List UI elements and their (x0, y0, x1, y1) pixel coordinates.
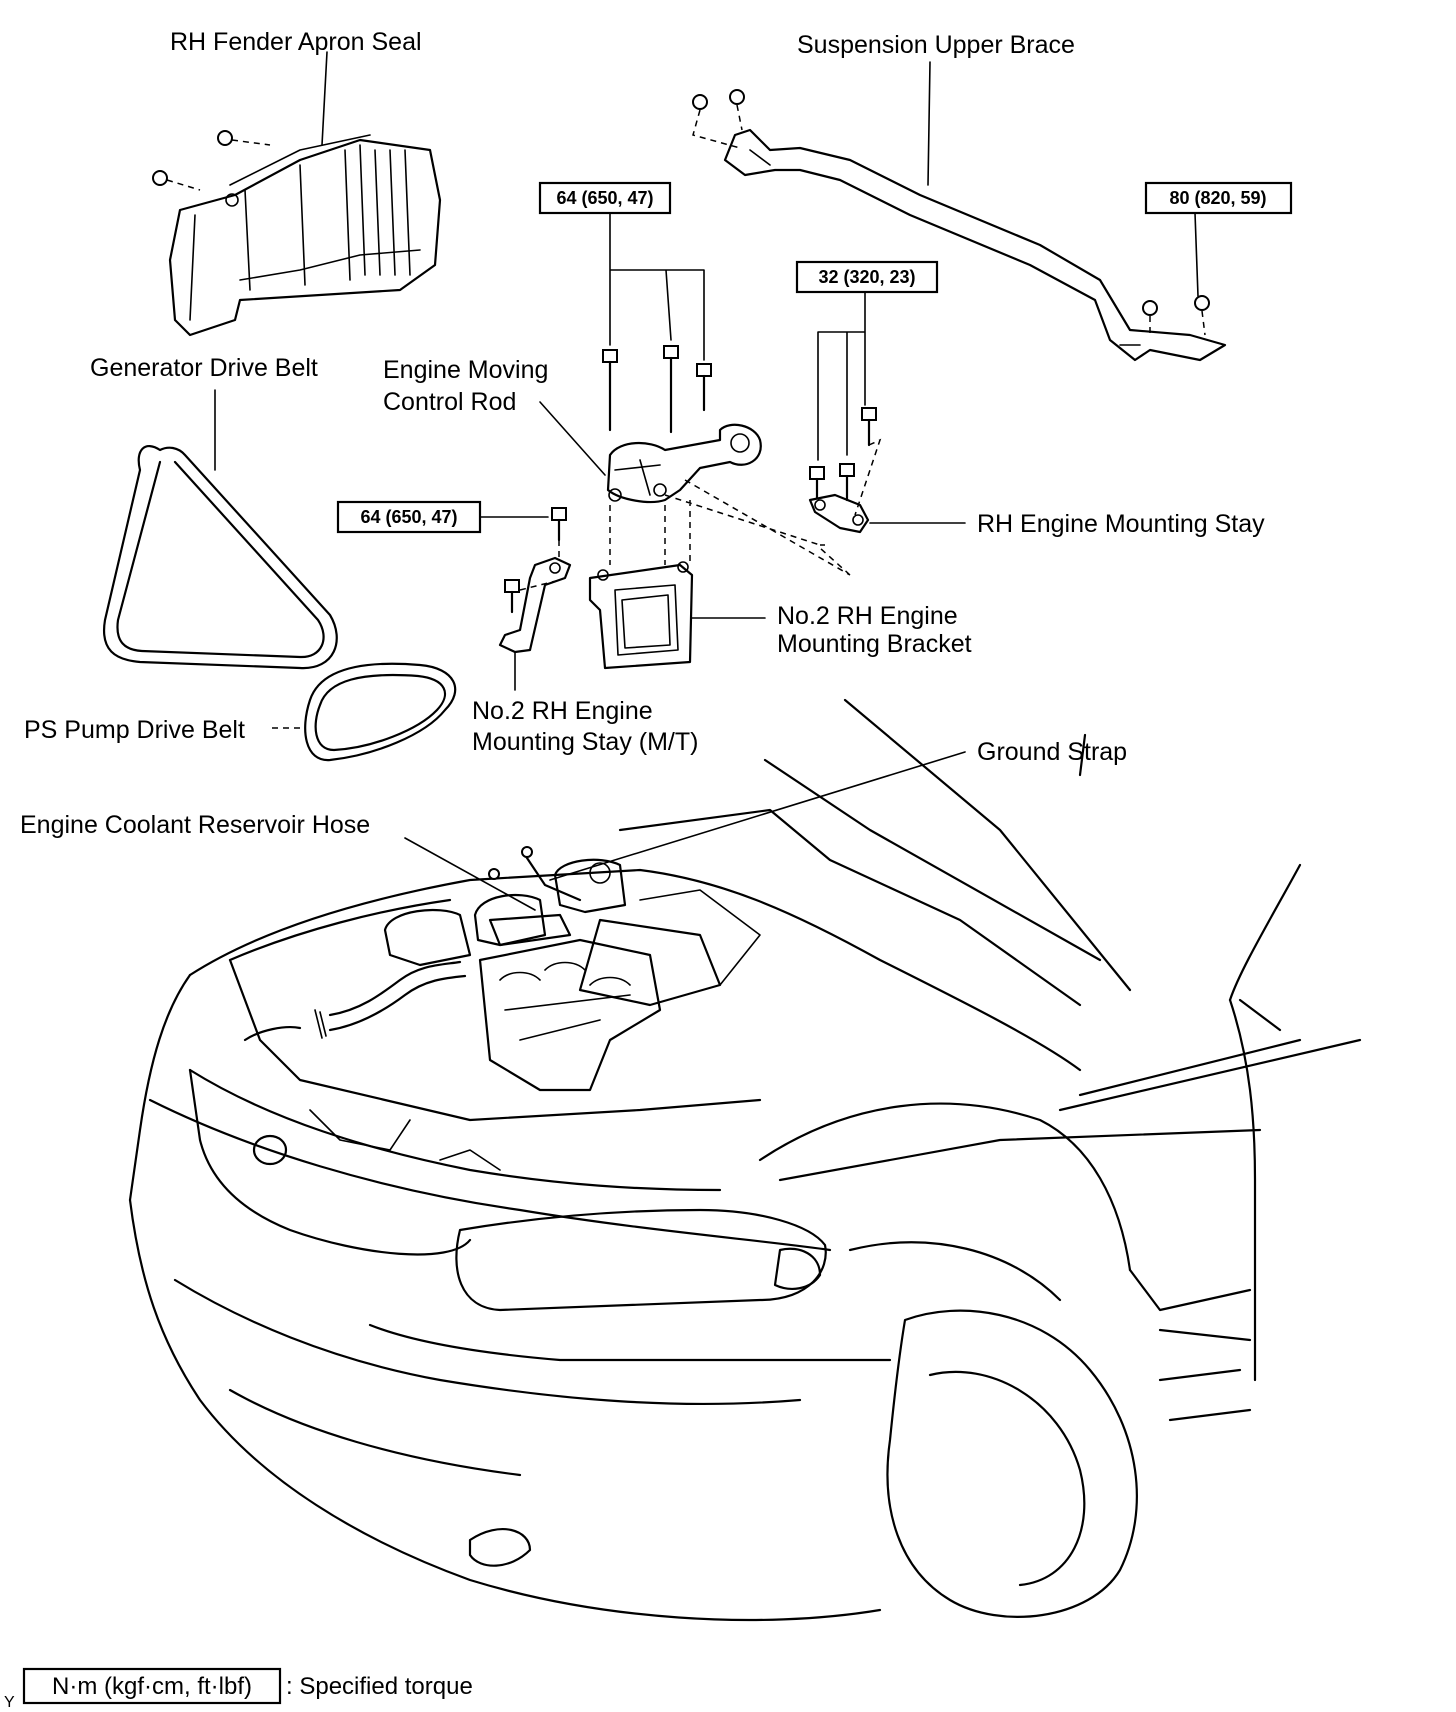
rh-engine-mounting-stay-part (808, 493, 870, 534)
torque-brace-nut: 80 (820, 59) (1169, 188, 1266, 208)
label-generator-drive-belt: Generator Drive Belt (90, 354, 318, 382)
legend-unit-box (22, 1667, 282, 1705)
no2-rh-engine-mounting-bracket-part (588, 561, 694, 670)
torque-box-control-rod (538, 181, 672, 215)
control-rod-bolts (602, 345, 712, 434)
label-engine-coolant-reservoir-hose: Engine Coolant Reservoir Hose (20, 811, 370, 839)
stay-mt-bolts (504, 507, 567, 614)
label-no2-stay-mt-line1: No.2 RH Engine (472, 697, 653, 725)
generator-drive-belt-part (102, 445, 338, 670)
label-ground-strap: Ground Strap (977, 738, 1127, 766)
label-engine-moving-line1: Engine Moving (383, 356, 548, 384)
legend-unit-text: N·m (kgf·cm, ft·lbf) (52, 1673, 252, 1700)
label-no2-stay-mt-line2: Mounting Stay (M/T) (472, 728, 698, 756)
label-suspension-upper-brace: Suspension Upper Brace (797, 31, 1075, 59)
torque-stay-mt: 64 (650, 47) (360, 507, 457, 527)
suspension-upper-brace-part (692, 89, 1227, 362)
torque-box-mounting-stay (795, 260, 939, 294)
legend-description: : Specified torque (286, 1673, 473, 1700)
label-rh-fender-apron-seal: RH Fender Apron Seal (170, 28, 422, 56)
vehicle-body-illustration (128, 698, 1362, 1622)
label-rh-engine-mounting-stay: RH Engine Mounting Stay (977, 510, 1265, 538)
torque-box-brace-nut (1144, 181, 1293, 215)
label-no2-bracket-line2: Mounting Bracket (777, 630, 972, 658)
label-ps-pump-drive-belt: PS Pump Drive Belt (24, 716, 245, 744)
mounting-stay-bolts (809, 407, 877, 502)
no2-rh-engine-mounting-stay-mt-part (498, 556, 572, 654)
label-no2-bracket-line1: No.2 RH Engine (777, 602, 958, 630)
legend-corner-mark: Y (4, 1694, 15, 1711)
torque-control-rod: 64 (650, 47) (556, 188, 653, 208)
label-engine-moving-line2: Control Rod (383, 388, 516, 416)
engine-moving-control-rod-part (606, 423, 762, 504)
ps-pump-drive-belt-part (304, 662, 457, 762)
torque-mounting-stay: 32 (320, 23) (818, 267, 915, 287)
rh-fender-apron-seal-part (152, 130, 442, 337)
